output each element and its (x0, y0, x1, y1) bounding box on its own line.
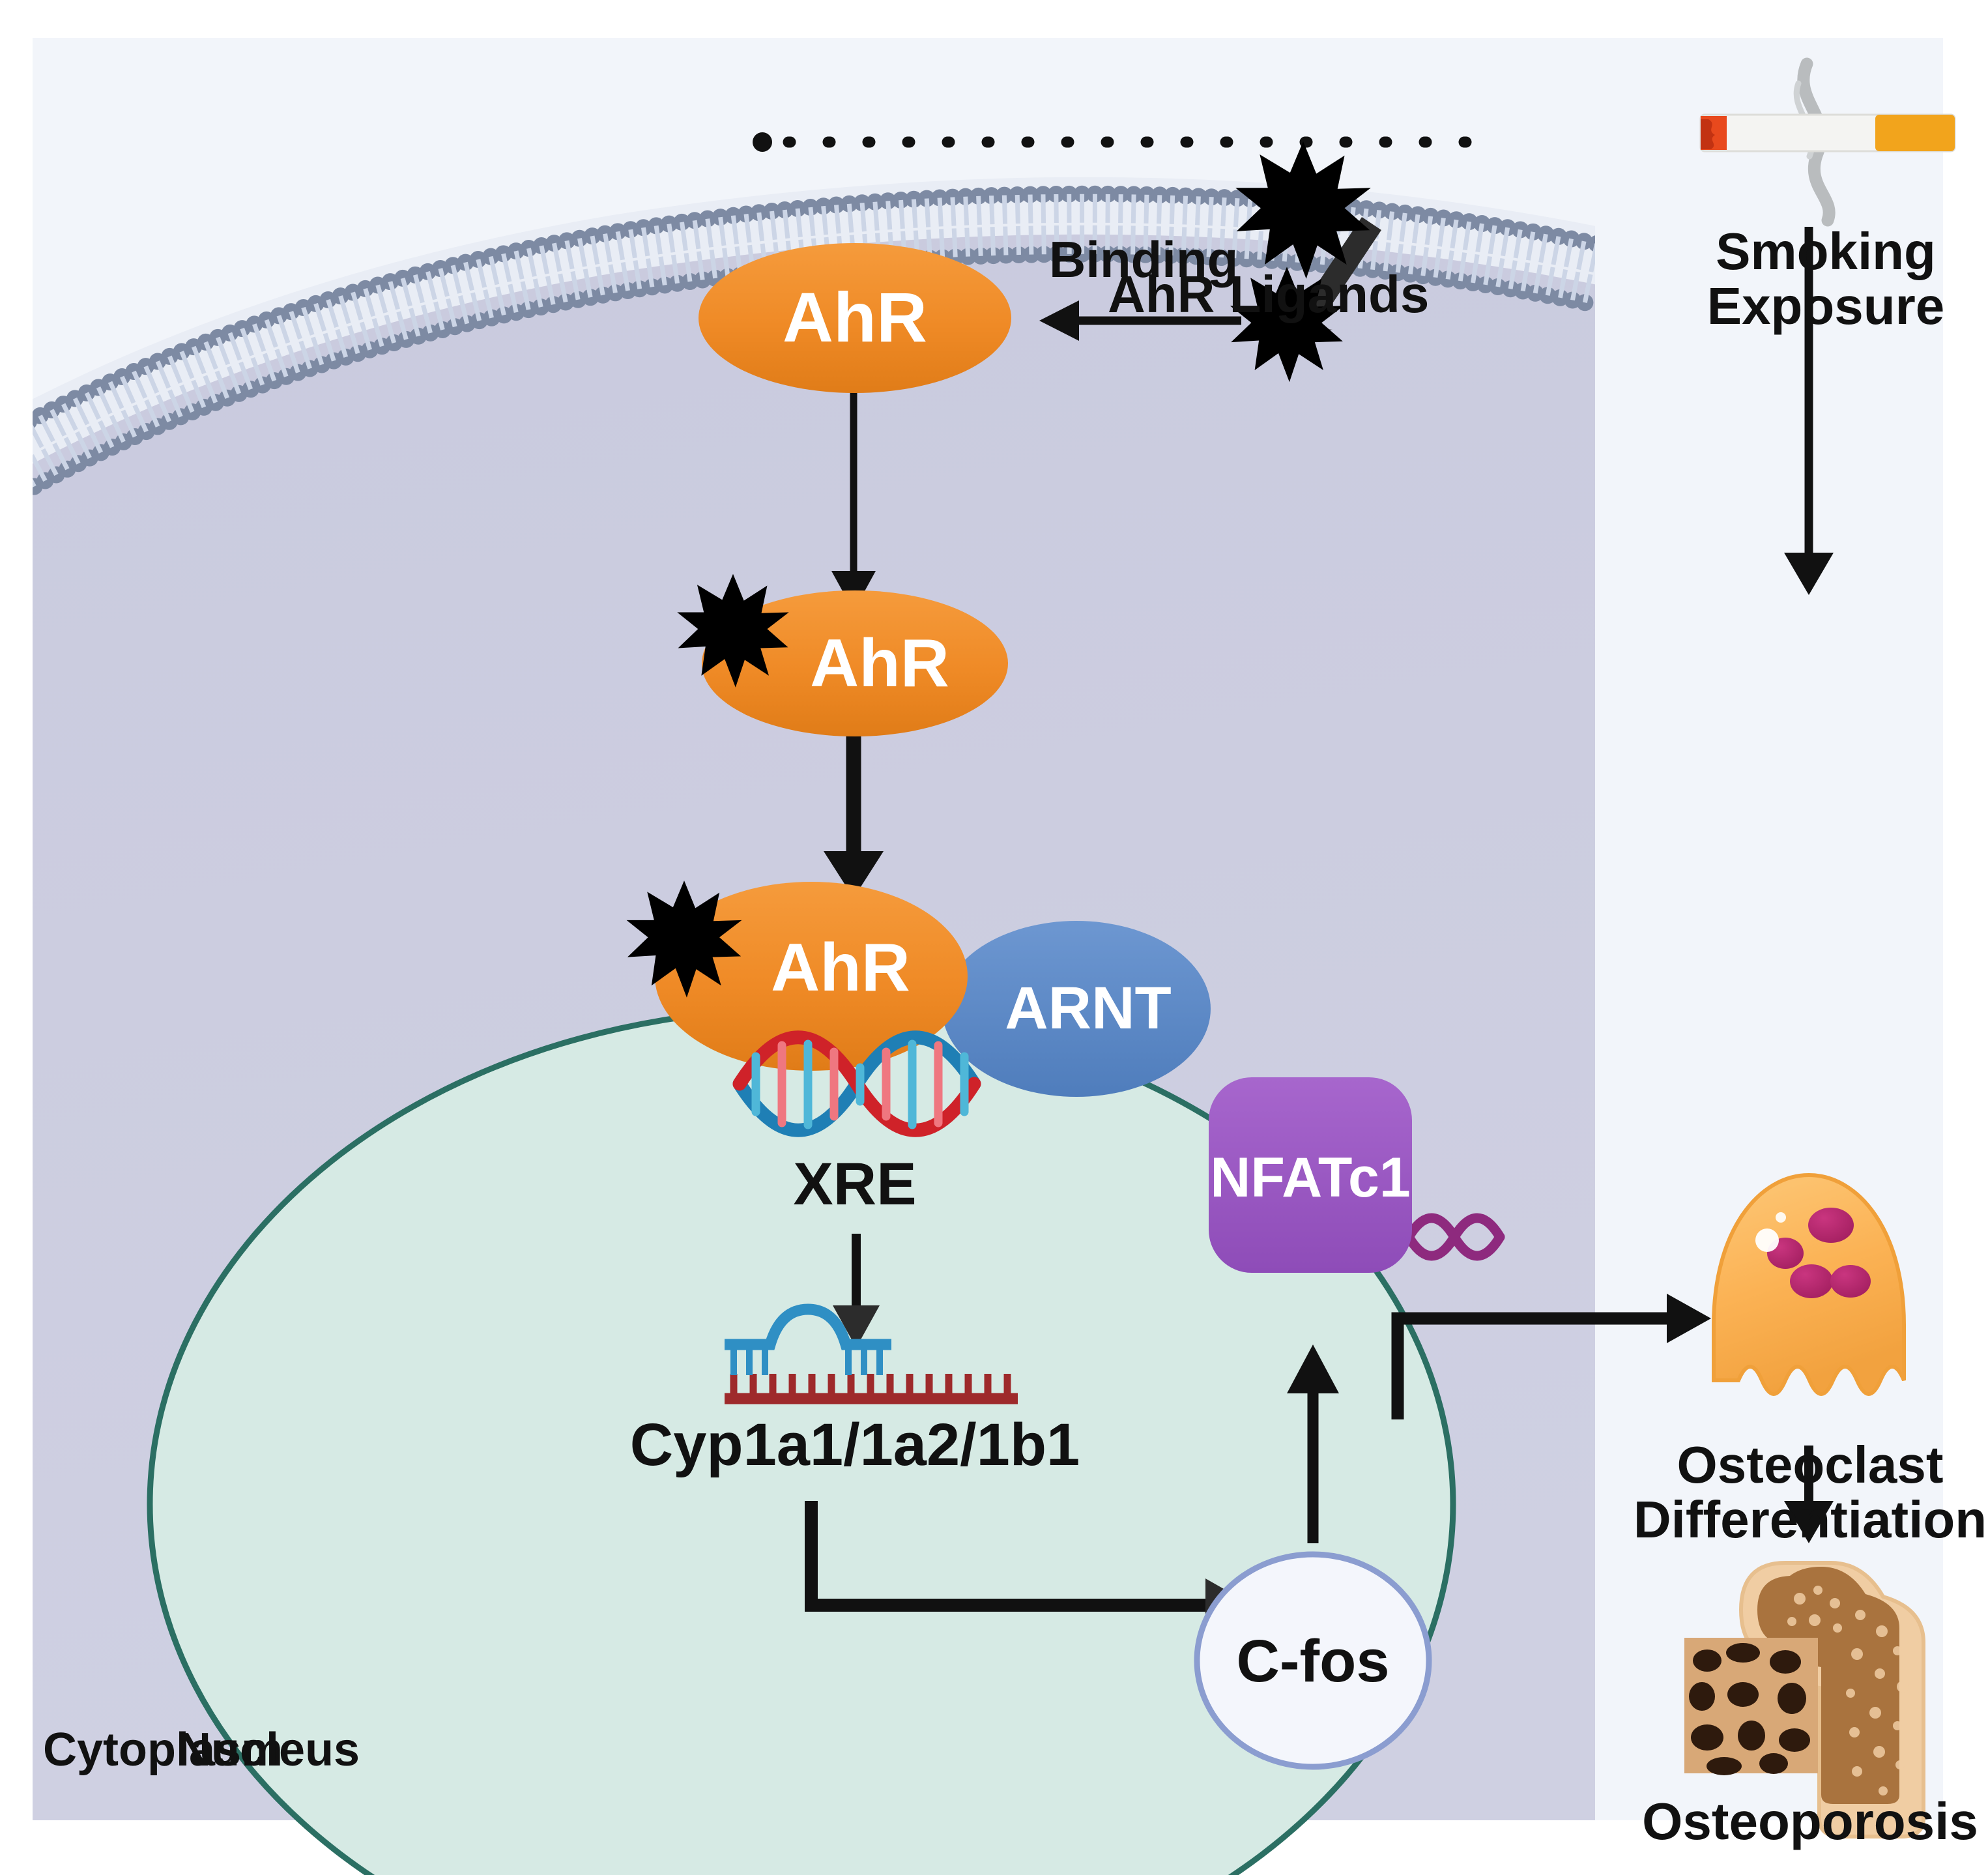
outcome-panel-bg (1596, 38, 1943, 1820)
arnt-label: ARNT (1005, 975, 1172, 1041)
nfatc1-node[interactable]: NFATc1 (1209, 1077, 1412, 1273)
bone-icon (1684, 1560, 1925, 1839)
edge-osteoclast-to-osteoporosis (1784, 1446, 1834, 1543)
osteoclast-differentiation-label: Osteoclast Differentiation (1633, 1436, 1987, 1548)
edge-cfos-to-nfatc1 (1287, 1344, 1339, 1543)
ahr-membrane-node[interactable]: AhR (699, 243, 1011, 393)
nucleus-label: Nucleus (177, 1724, 360, 1776)
ligand-burst-icon-nucleus (626, 880, 742, 998)
ahr-nucleus-node[interactable]: AhR (626, 880, 968, 1071)
ahr-cytoplasm-node[interactable]: AhR (677, 574, 1008, 736)
xre-label: XRE (793, 1151, 916, 1217)
cigarette-icon (1699, 57, 1956, 227)
osteoclast-icon (1712, 1172, 1906, 1396)
arnt-node[interactable]: ARNT (942, 921, 1211, 1097)
smoking-exposure-label: Smoking Exposure (1707, 222, 1945, 335)
transcript-icon (725, 1303, 1018, 1404)
ligand-burst-icon-cytoplasm (677, 574, 789, 688)
osteoporosis-label: Osteoporosis (1642, 1792, 1978, 1850)
edge-xre-to-transcript (833, 1234, 880, 1348)
ahr-cytoplasm-label: AhR (810, 626, 949, 701)
edge-smoking-to-ligands (753, 132, 1472, 152)
ahr-ligands-label: AhR Ligands (1108, 265, 1430, 323)
ligand-burst-icon (1235, 141, 1371, 279)
nfatc1-label: NFATc1 (1210, 1146, 1410, 1209)
ahr-nucleus-label: AhR (771, 930, 910, 1006)
connector-layer (753, 132, 1834, 1632)
cyp-genes-label: Cyp1a1/1a2/1b1 (630, 1412, 1080, 1478)
node-layer: AhR AhR ARNT AhR (626, 57, 1956, 1839)
cytoplasm-label: Cytoplasm (43, 1724, 283, 1776)
cfos-label: C-fos (1236, 1628, 1389, 1694)
cfos-node[interactable]: C-fos (1194, 1551, 1432, 1770)
ligand-burst-icon-bound (1230, 267, 1344, 383)
edge-binding (1039, 300, 1241, 341)
binding-label: Binding (1049, 231, 1239, 288)
ahr-membrane-label: AhR (783, 278, 927, 356)
edge-nfatc1-to-osteoclast (1391, 1294, 1711, 1419)
xre-dna-icon (732, 1030, 981, 1137)
diagram-canvas: AhR AhR ARNT AhR (33, 38, 1987, 1875)
edge-smoking-to-osteoclast (1784, 227, 1834, 595)
